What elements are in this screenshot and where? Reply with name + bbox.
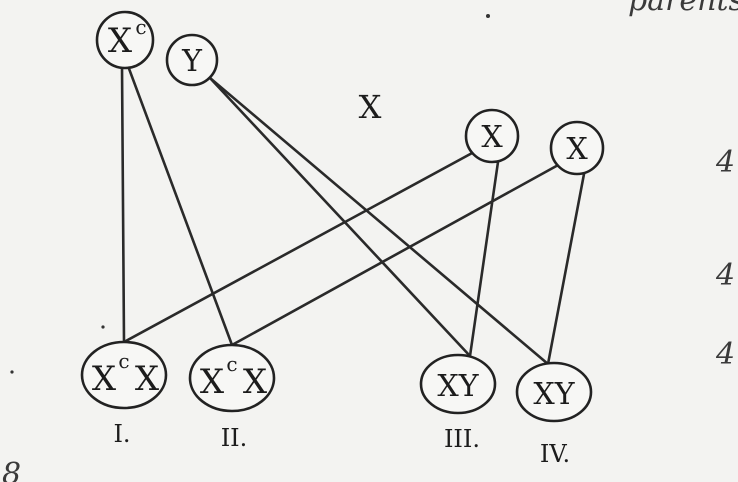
fragment-right-1: 4 (715, 145, 735, 180)
parent-node-x-2: X (549, 120, 605, 176)
scan-speck (486, 14, 490, 18)
parent-label-y: Y (181, 44, 203, 79)
offspring-numeral-2: II. (221, 424, 248, 452)
fragment-right-2: 4 (715, 258, 735, 293)
parent-label-x-1: X (481, 120, 503, 155)
cross-line-p4-o4 (546, 172, 586, 366)
parent-node-xc: X c (95, 10, 155, 70)
scan-speck (101, 325, 105, 329)
offspring-label-4: XY (533, 377, 575, 412)
fragment-bottom-left: 8 (2, 457, 21, 482)
cross-line-p1-o2 (126, 64, 234, 347)
parent-circle-x-1 (464, 108, 520, 164)
offspring-sup-1: c (118, 349, 129, 373)
offspring-label-1b: X (135, 359, 160, 399)
offspring-label-2a: X (200, 362, 225, 402)
parent-circle-xc (95, 10, 155, 70)
parent-label-xc: X (108, 21, 133, 61)
offspring-numeral-1: I. (113, 420, 130, 448)
offspring-numeral-4: IV. (540, 440, 570, 468)
offspring-label-2b: X (243, 362, 268, 402)
offspring-circle-1 (80, 340, 168, 410)
cross-line-p3-o1 (122, 150, 476, 344)
parent-node-y: Y (165, 33, 219, 87)
cross-symbol: X (359, 88, 382, 126)
offspring-numeral-3: III. (444, 425, 480, 453)
offspring-circle-3 (419, 353, 497, 415)
offspring-circle-4 (515, 361, 593, 423)
parent-circle-x-2 (549, 120, 605, 176)
cross-line-p4-o2 (230, 162, 562, 347)
offspring-sup-2: c (226, 352, 237, 376)
parent-node-x-1: X (464, 108, 520, 164)
parent-circle-y (165, 33, 219, 87)
cross-lines (120, 64, 586, 366)
offspring-node-2: X c X II. (188, 343, 276, 452)
cross-line-p3-o3 (468, 160, 500, 358)
cross-line-p2-o4 (208, 76, 550, 366)
offspring-node-4: XY IV. (515, 361, 593, 468)
scan-speck (10, 370, 14, 374)
cross-line-p2-o3 (208, 76, 472, 358)
offspring-circle-2 (188, 343, 276, 413)
fragment-top-right: parents (628, 0, 738, 18)
offspring-node-1: X c X I. (80, 340, 168, 448)
offspring-label-3: XY (437, 369, 479, 404)
fragment-right-3: 4 (715, 337, 735, 372)
offspring-label-1a: X (92, 359, 117, 399)
parent-sup-xc: c (135, 15, 146, 39)
offspring-node-3: XY III. (419, 353, 497, 453)
cross-line-p1-o1 (120, 64, 126, 344)
parent-label-x-2: X (566, 132, 588, 167)
